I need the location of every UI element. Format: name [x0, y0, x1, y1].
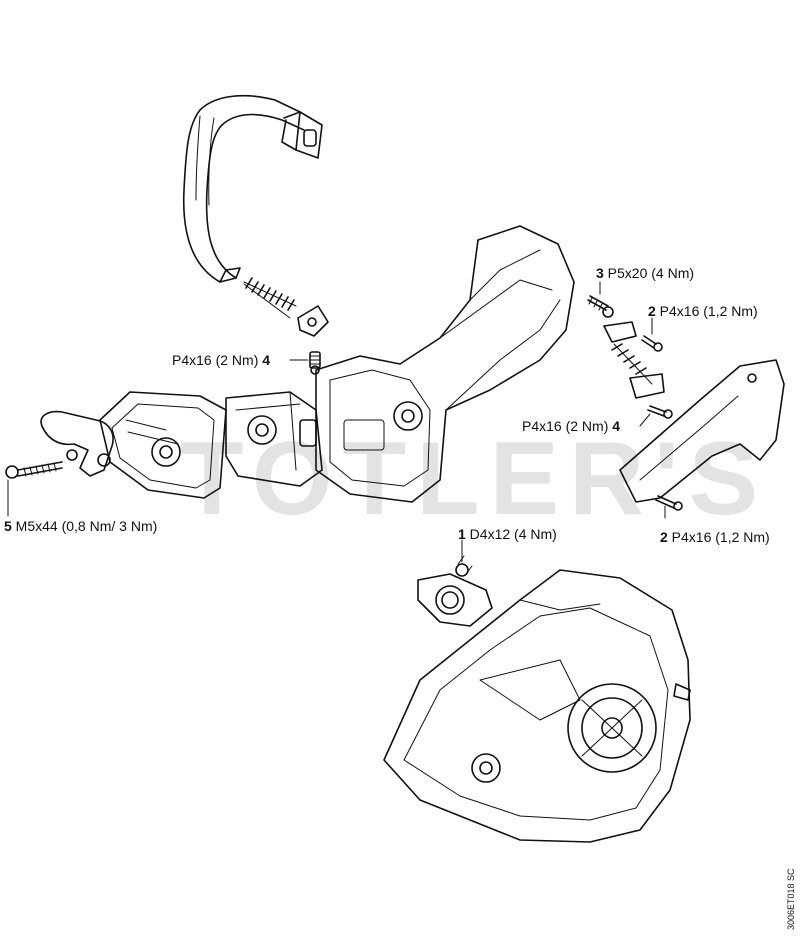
intake-flange: [417, 573, 493, 627]
handle-cover: [619, 359, 785, 503]
carburetor: [225, 391, 323, 487]
drawing-code: 3006ET018 SC: [786, 868, 796, 930]
part-number: 1: [458, 526, 466, 542]
spring: [243, 277, 297, 319]
screw-3: [587, 295, 614, 318]
screw-2-lower: [655, 495, 683, 511]
handlebar: [182, 94, 323, 283]
label-screw-5: 5 M5x44 (0,8 Nm/ 3 Nm): [4, 518, 157, 534]
hook-bracket: [40, 410, 114, 477]
screw-4-right: [647, 405, 673, 419]
part-number: 4: [612, 418, 621, 434]
buffer-plug: [297, 305, 329, 337]
watermark: TOTLER'S: [180, 421, 769, 537]
cover-plate: [99, 391, 227, 499]
label-screw-2-upper: 2 P4x16 (1,2 Nm): [648, 303, 758, 319]
part-number: 5: [4, 518, 12, 534]
screw-5: [5, 461, 63, 479]
leader-lines: [7, 281, 666, 563]
part-spec: P4x16 (2 Nm): [172, 352, 263, 368]
engine-housing: [383, 569, 691, 843]
part-spec: P4x16 (1,2 Nm): [655, 303, 758, 319]
part-spec: P4x16 (1,2 Nm): [667, 529, 770, 545]
part-number: 4: [262, 352, 271, 368]
part-spec: D4x12 (4 Nm): [465, 526, 557, 542]
label-screw-2-lower: 2 P4x16 (1,2 Nm): [660, 529, 770, 545]
av-spring-element: [603, 321, 665, 399]
part-spec: P5x20 (4 Nm): [603, 265, 695, 281]
label-screw-4-right: P4x16 (2 Nm) 4: [522, 418, 620, 434]
part-spec: M5x44 (0,8 Nm/ 3 Nm): [11, 518, 158, 534]
screw-4-left: [309, 351, 321, 375]
part-number: 2: [660, 529, 668, 545]
label-screw-4-left: P4x16 (2 Nm) 4: [172, 352, 270, 368]
label-screw-1: 1 D4x12 (4 Nm): [458, 526, 557, 542]
screw-1: [455, 555, 473, 577]
part-number: 2: [648, 303, 656, 319]
part-spec: P4x16 (2 Nm): [522, 418, 613, 434]
part-number: 3: [596, 265, 604, 281]
rear-handle-housing: [315, 225, 575, 503]
label-screw-3: 3 P5x20 (4 Nm): [596, 265, 694, 281]
screw-2-upper: [641, 335, 663, 352]
